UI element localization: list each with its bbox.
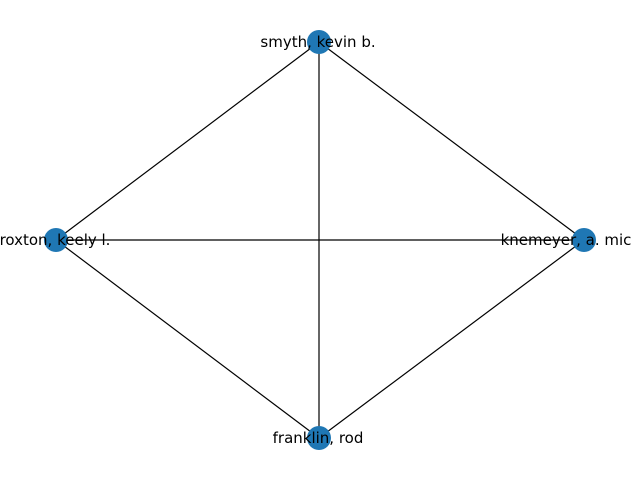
node-label-kemeyer: knemeyer, a. mic xyxy=(501,231,632,249)
edge-roxton-franklin xyxy=(55,239,320,439)
labels-layer: smyth, kevin b. knemeyer, a. mic frankli… xyxy=(0,33,631,447)
edge-smyth-kemeyer xyxy=(318,41,585,241)
node-kemeyer xyxy=(572,228,596,252)
node-label-roxton: roxton, keely l. xyxy=(0,231,110,249)
node-label-franklin: franklin, rod xyxy=(273,429,364,447)
node-franklin xyxy=(307,426,331,450)
node-smyth xyxy=(307,30,331,54)
nodes-layer xyxy=(44,30,596,450)
edges-layer xyxy=(55,41,585,439)
node-label-smyth: smyth, kevin b. xyxy=(260,33,375,51)
edge-kemeyer-franklin xyxy=(318,239,585,439)
node-roxton xyxy=(44,228,68,252)
edge-smyth-roxton xyxy=(55,41,320,241)
